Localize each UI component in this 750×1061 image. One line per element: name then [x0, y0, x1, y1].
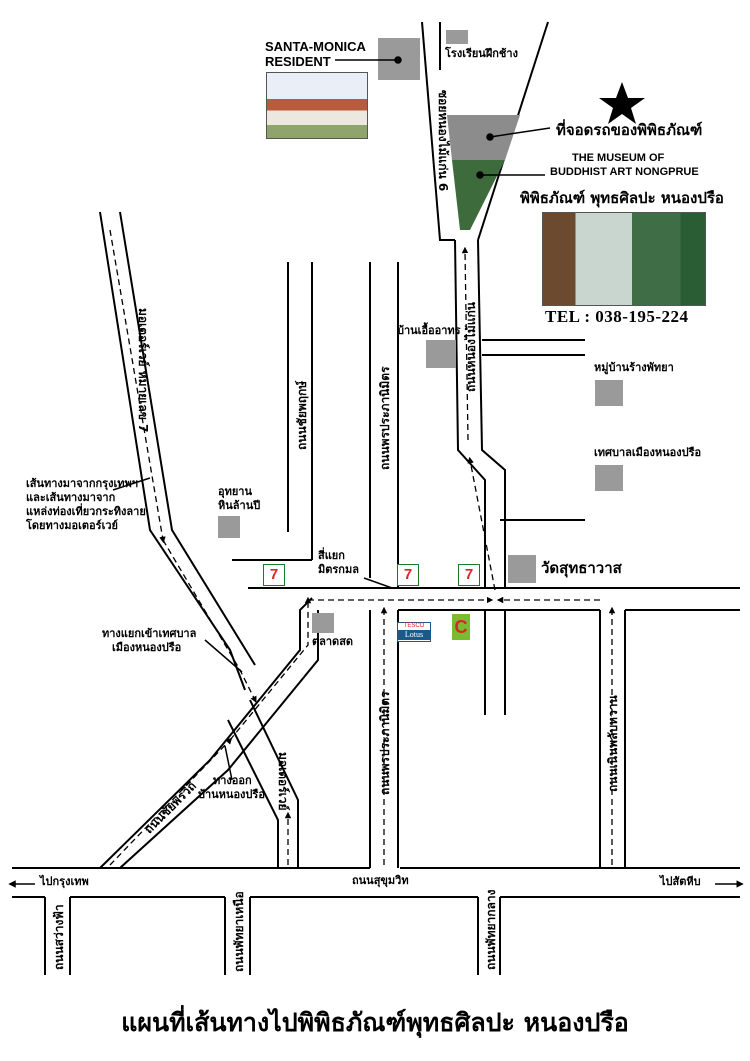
- motorway-exit-label: มอเตอร์เวย์: [276, 752, 290, 811]
- turn-in-label-2: เมืองหนองปรือ: [112, 641, 182, 654]
- phon-prapanimit-top-label: ถนนพรประภานิมิตร: [378, 366, 392, 470]
- santa-monica-photo: [266, 72, 368, 139]
- museum-name-th: พิพิธภัณฑ์ พุทธศิลปะ หนองปรือ: [520, 189, 724, 207]
- motorway-exit-road: [227, 699, 299, 868]
- nong-mai-kaen-label: ถนนหนองไม้แก่น: [464, 302, 478, 392]
- sukhumvit-road: [12, 867, 740, 898]
- chaiyapruek-road: [232, 262, 313, 561]
- cross-road: [248, 587, 740, 611]
- tesco-lotus-logo: TESCO Lotus: [397, 622, 431, 642]
- noen-phlap-wan-label: ถนนเนินพลับหวาน: [606, 695, 620, 792]
- museum-building: [452, 160, 505, 230]
- seven-eleven-icon: 7: [263, 564, 285, 586]
- museum-name-en-2: BUDDHIST ART NONGPRUE: [550, 166, 699, 178]
- baan-uea-arthon-block: [426, 340, 456, 368]
- sii-yaek-label-2: มิตรกมล: [318, 563, 359, 576]
- motorway-note-4: โดยทางมอเตอร์เวย์: [26, 519, 118, 532]
- udyan-label-2: หินล้านปี: [218, 499, 261, 512]
- turn-in-label-1: ทางแยกเข้าเทศบาล: [102, 627, 197, 640]
- sukhumvit-label: ถนนสุขุมวิท: [352, 874, 409, 887]
- pattaya-nua-label: ถนนพัทยาเหนือ: [232, 891, 246, 972]
- moo-baan-block: [595, 380, 623, 406]
- motorway-7-road: [99, 211, 256, 691]
- tessaban-block: [595, 465, 623, 491]
- pointer-lines: [112, 56, 551, 781]
- to-bangkok-label: ไปกรุงเทพ: [40, 875, 89, 888]
- motorway-note-2: และเส้นทางมาจาก: [26, 491, 116, 504]
- museum-name-en-1: THE MUSEUM OF: [572, 152, 665, 164]
- santa-monica-label-2: RESIDENT: [265, 54, 331, 69]
- elephant-school-label: โรงเรียนฝึกช้าง: [445, 47, 518, 60]
- chaiyapruek-top-label: ถนนชัยพฤกษ์: [295, 380, 309, 450]
- map-title: แผนที่เส้นทางไปพิพิธภัณฑ์พุทธศิลปะ หนองป…: [121, 1008, 629, 1037]
- star-icon: [599, 82, 645, 124]
- pattaya-klang-label: ถนนพัทยากลาง: [484, 889, 498, 970]
- seven-eleven-icon-3: 7: [458, 564, 480, 586]
- bigc-logo: C: [452, 614, 470, 640]
- parking-label: ที่จอดรถของพิพิธภัณฑ์: [556, 121, 703, 139]
- motorway-note-1: เส้นทางมาจากกรุงเทพฯ: [26, 477, 138, 490]
- motorway-7-label: มอเตอร์เวย์ หมายเลข 7: [136, 308, 150, 433]
- phon-prapanimit-road: [369, 262, 399, 868]
- moo-baan-label: หมู่บ้านร้างพัทยา: [594, 361, 674, 374]
- sawang-fa-label: ถนนสว่างฟ้า: [52, 904, 66, 970]
- nong-mai-kaen-road: [454, 239, 585, 715]
- exit-label-1: ทางออก: [213, 774, 252, 787]
- talad-sod-block: [312, 613, 334, 633]
- to-sattahip-label: ไปสัตหีบ: [660, 875, 701, 888]
- exit-label-2: บ้านหนองปรือ: [198, 788, 265, 801]
- santa-monica-label-1: SANTA-MONICA: [265, 39, 366, 54]
- chaiyapruek-diag-road: [99, 597, 319, 869]
- parking-lot: [447, 115, 520, 160]
- museum-tel: TEL : 038-195-224: [545, 307, 689, 326]
- tessaban-label: เทศบาลเมืองหนองปรือ: [594, 446, 702, 459]
- baan-uea-arthon-label: บ้านเอื้ออาทร: [397, 324, 461, 337]
- wat-label: วัดสุทธาวาส: [541, 559, 622, 577]
- wat-block: [508, 555, 536, 583]
- udyan-label-1: อุทยาน: [218, 485, 252, 498]
- seven-eleven-icon-2: 7: [397, 564, 419, 586]
- route-arrows: [109, 229, 616, 866]
- noen-phlap-wan-road: [599, 610, 626, 868]
- museum-photo: [542, 212, 706, 306]
- talad-sod-label: ตลาดสด: [312, 635, 354, 648]
- elephant-school-block: [446, 30, 468, 44]
- motorway-note-3: แหล่งท่องเที่ยวกระทิงลาย: [26, 505, 146, 518]
- sii-yaek-label-1: สี่แยก: [318, 549, 345, 562]
- udyan-block: [218, 516, 240, 538]
- soi-label: ซอยหนองไม้แก่น 6: [436, 90, 450, 192]
- phon-prapanimit-bottom-label: ถนนพรประภานิมิตร: [378, 691, 392, 795]
- south-streets: [44, 897, 501, 975]
